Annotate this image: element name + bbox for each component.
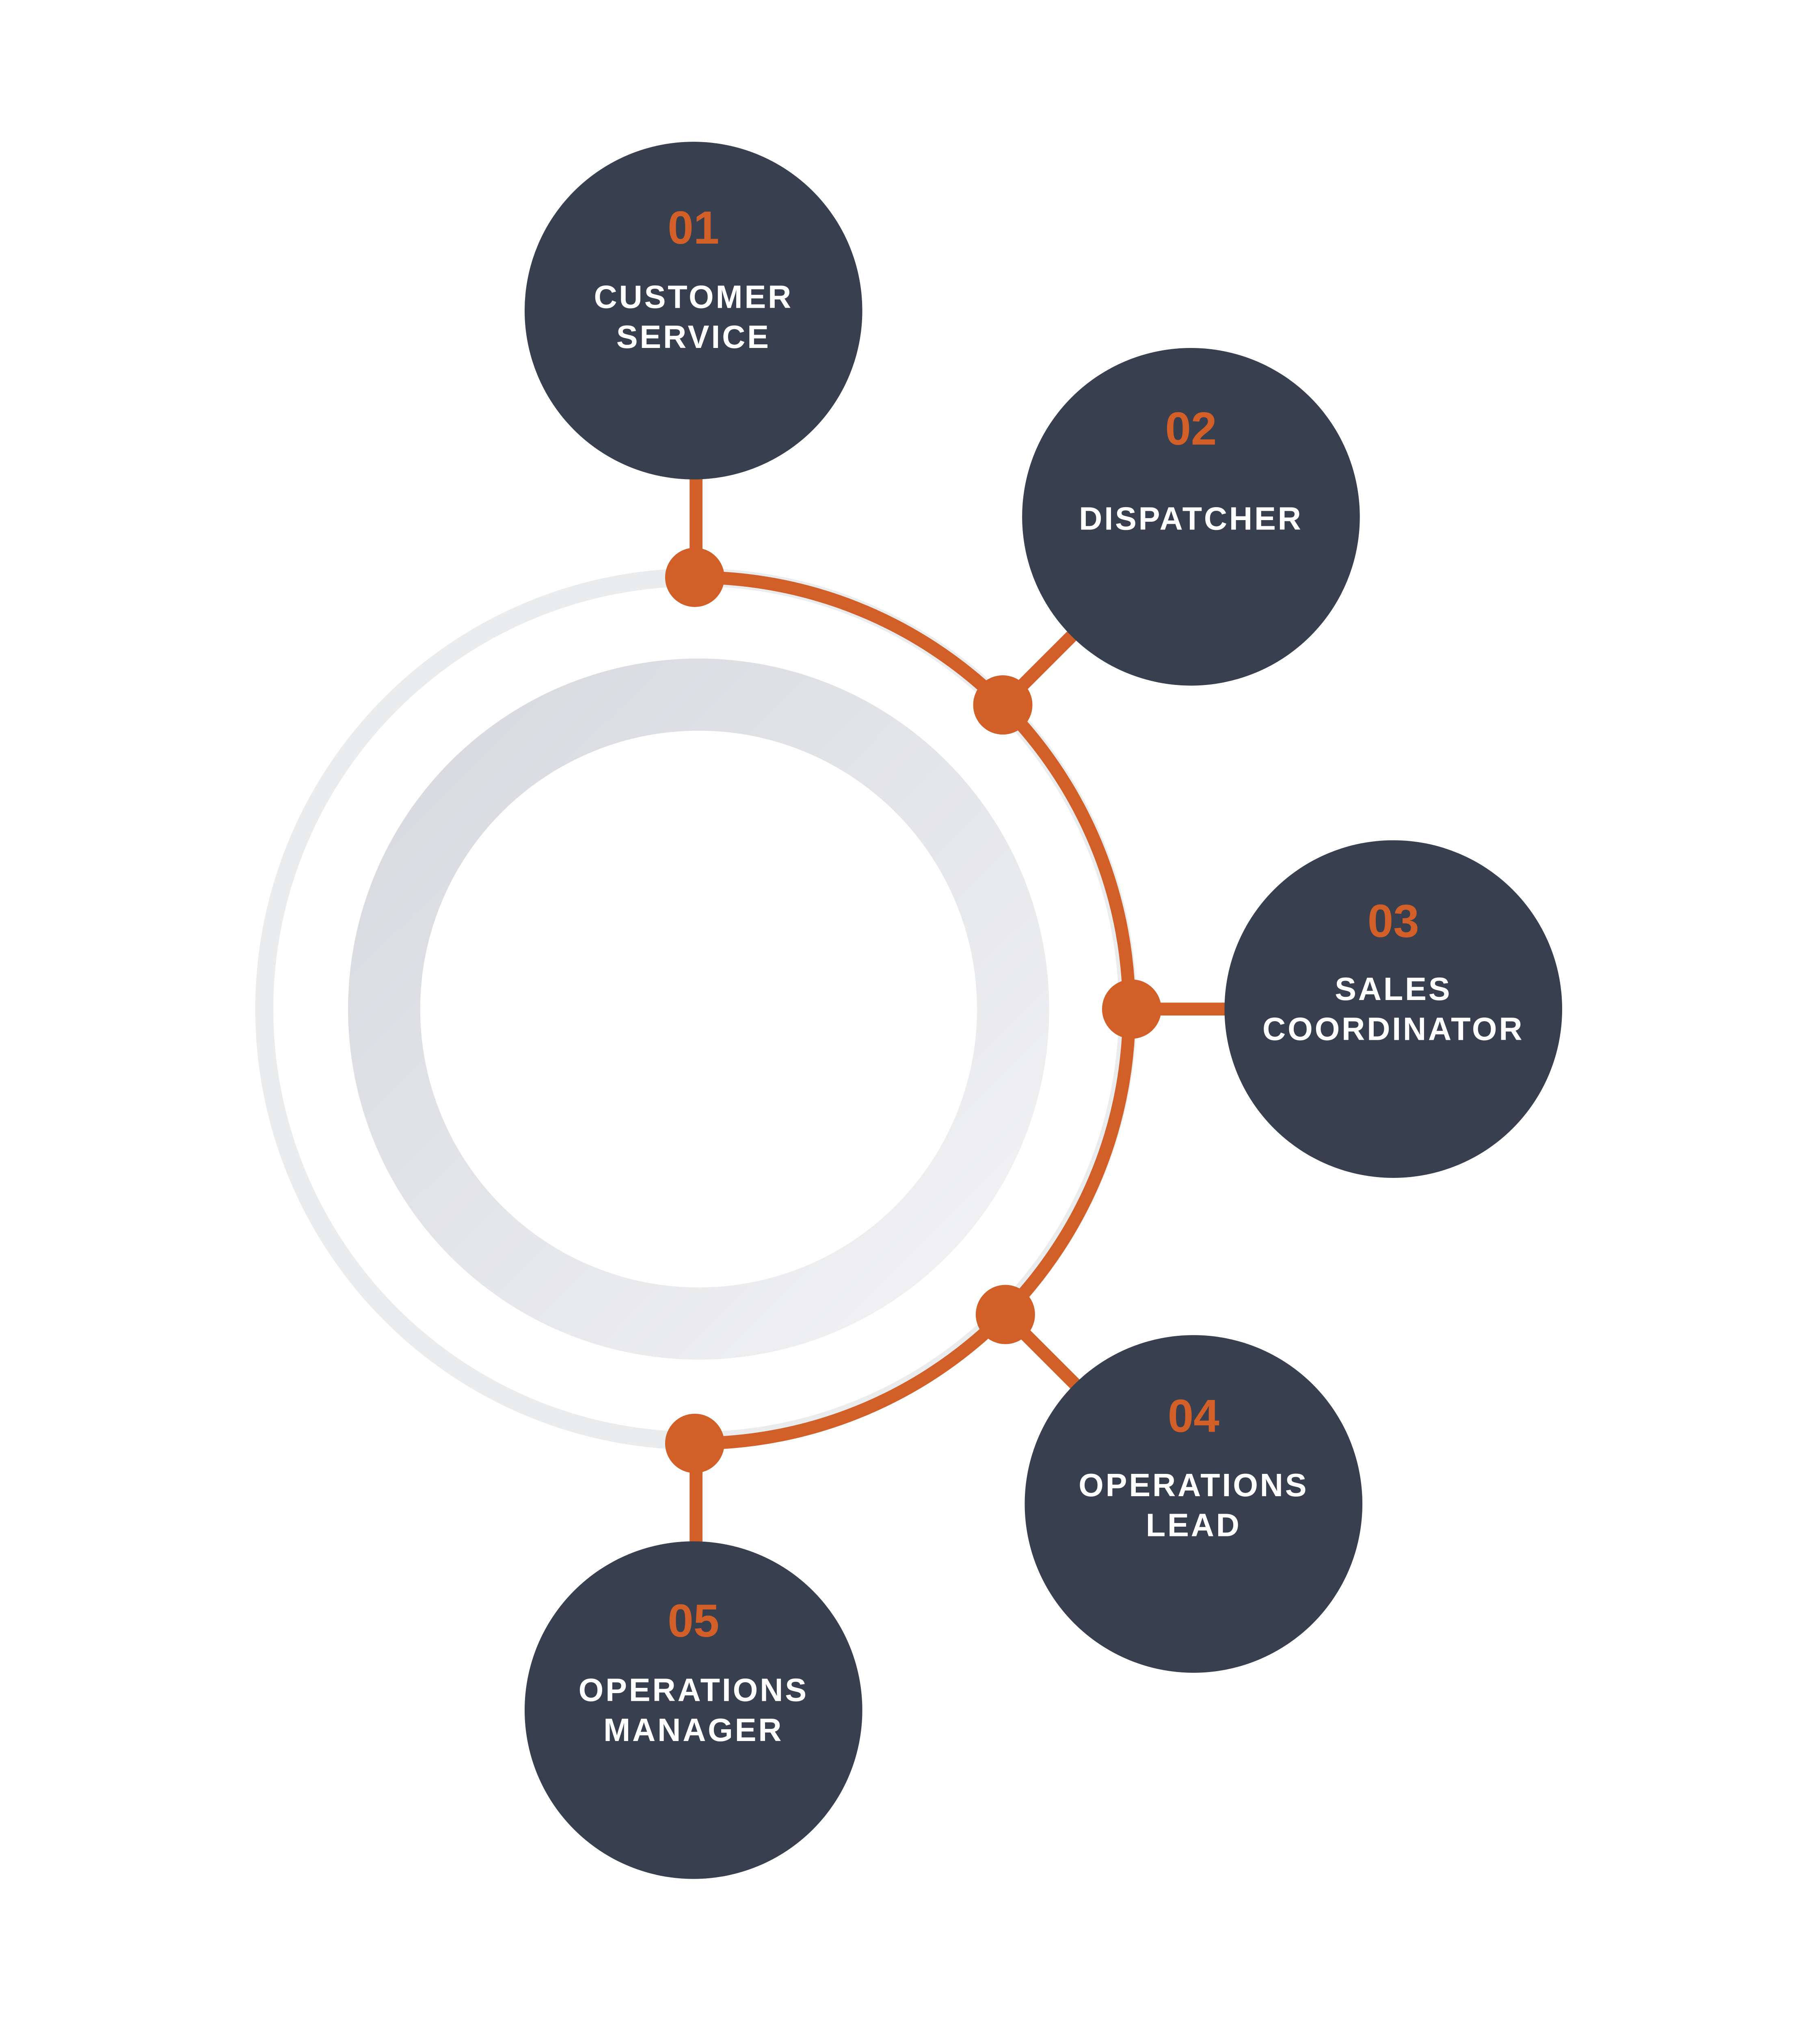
step-label-line1: OPERATIONS xyxy=(579,1672,808,1708)
step-label-line1: SALES xyxy=(1335,971,1452,1007)
step-number: 02 xyxy=(1165,403,1217,455)
step-label-line1: DISPATCHER xyxy=(1079,501,1303,537)
step-label-line2: MANAGER xyxy=(603,1712,783,1748)
step-bubble-5: 05 OPERATIONS MANAGER xyxy=(524,1541,862,1879)
step-label-line1: OPERATIONS xyxy=(1079,1467,1308,1503)
step-label-line2: LEAD xyxy=(1146,1507,1241,1543)
node-dot-2 xyxy=(973,675,1033,735)
node-dot-4 xyxy=(975,1285,1035,1344)
node-dot-5 xyxy=(665,1413,724,1473)
step-number: 04 xyxy=(1168,1390,1219,1442)
step-bubble-4: 04 OPERATIONS LEAD xyxy=(1025,1335,1363,1673)
node-dots xyxy=(665,547,1161,1473)
step-number: 01 xyxy=(668,202,719,254)
step-bubble-2: 02 DISPATCHER xyxy=(1022,348,1360,686)
node-dot-1 xyxy=(665,547,724,607)
step-bubble-1: 01 CUSTOMER SERVICE xyxy=(524,142,862,480)
node-dot-3 xyxy=(1102,979,1161,1039)
step-label-line2: SERVICE xyxy=(616,319,771,355)
step-number: 03 xyxy=(1368,895,1419,947)
step-number: 05 xyxy=(668,1595,719,1647)
step-label-line1: CUSTOMER xyxy=(594,279,793,315)
step-bubble-3: 03 SALES COORDINATOR xyxy=(1224,840,1563,1178)
step-label-line2: COORDINATOR xyxy=(1262,1011,1524,1047)
inner-ring xyxy=(348,658,1049,1360)
